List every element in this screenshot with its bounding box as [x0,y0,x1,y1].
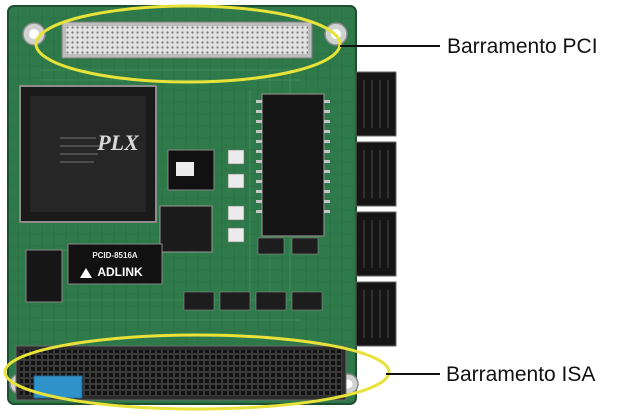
pci-bus-label: Barramento PCI [447,35,598,58]
plx-logo: PLX [96,130,140,155]
plx-chip: PLX [19,85,157,223]
isa-highlight-ellipse [3,333,391,411]
side-connectors [355,71,397,347]
mounting-hole-top-left [22,22,46,46]
white-components [227,149,245,243]
pc104-board: PLX PCID-8516A ADLINK [7,5,397,405]
small-ic-center [167,149,215,191]
board-brand-text: ADLINK [97,265,143,279]
dip-chip-right [256,93,330,237]
ic-adlink-small [159,205,213,253]
pci-highlight-ellipse [34,4,342,84]
ic-left-bottom [25,249,63,303]
adlink-label-chip: PCID-8516A ADLINK [67,243,163,285]
resistor-networks [183,237,323,311]
isa-bus-label: Barramento ISA [446,363,596,386]
adlink-logo-icon [80,268,92,278]
board-model-text: PCID-8516A [92,251,138,260]
pci-connector [61,21,313,59]
isa-connector [15,345,347,401]
